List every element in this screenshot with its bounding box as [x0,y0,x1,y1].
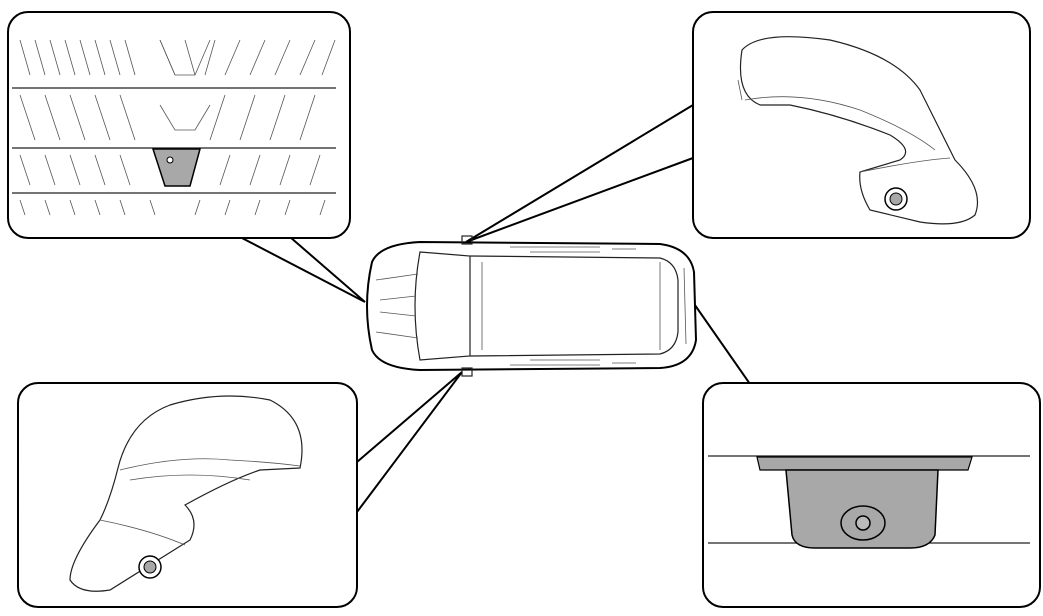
callout-rear-camera [702,382,1041,608]
callout-front-camera [7,11,351,239]
rear-camera-lens [855,515,871,531]
leader-lines [239,104,805,513]
vehicle-top-view [366,235,698,377]
callout-right-mirror-camera [692,11,1031,239]
rear-camera-housing [785,469,939,549]
front-camera-housing [151,148,201,187]
callout-left-mirror-camera [17,382,358,608]
